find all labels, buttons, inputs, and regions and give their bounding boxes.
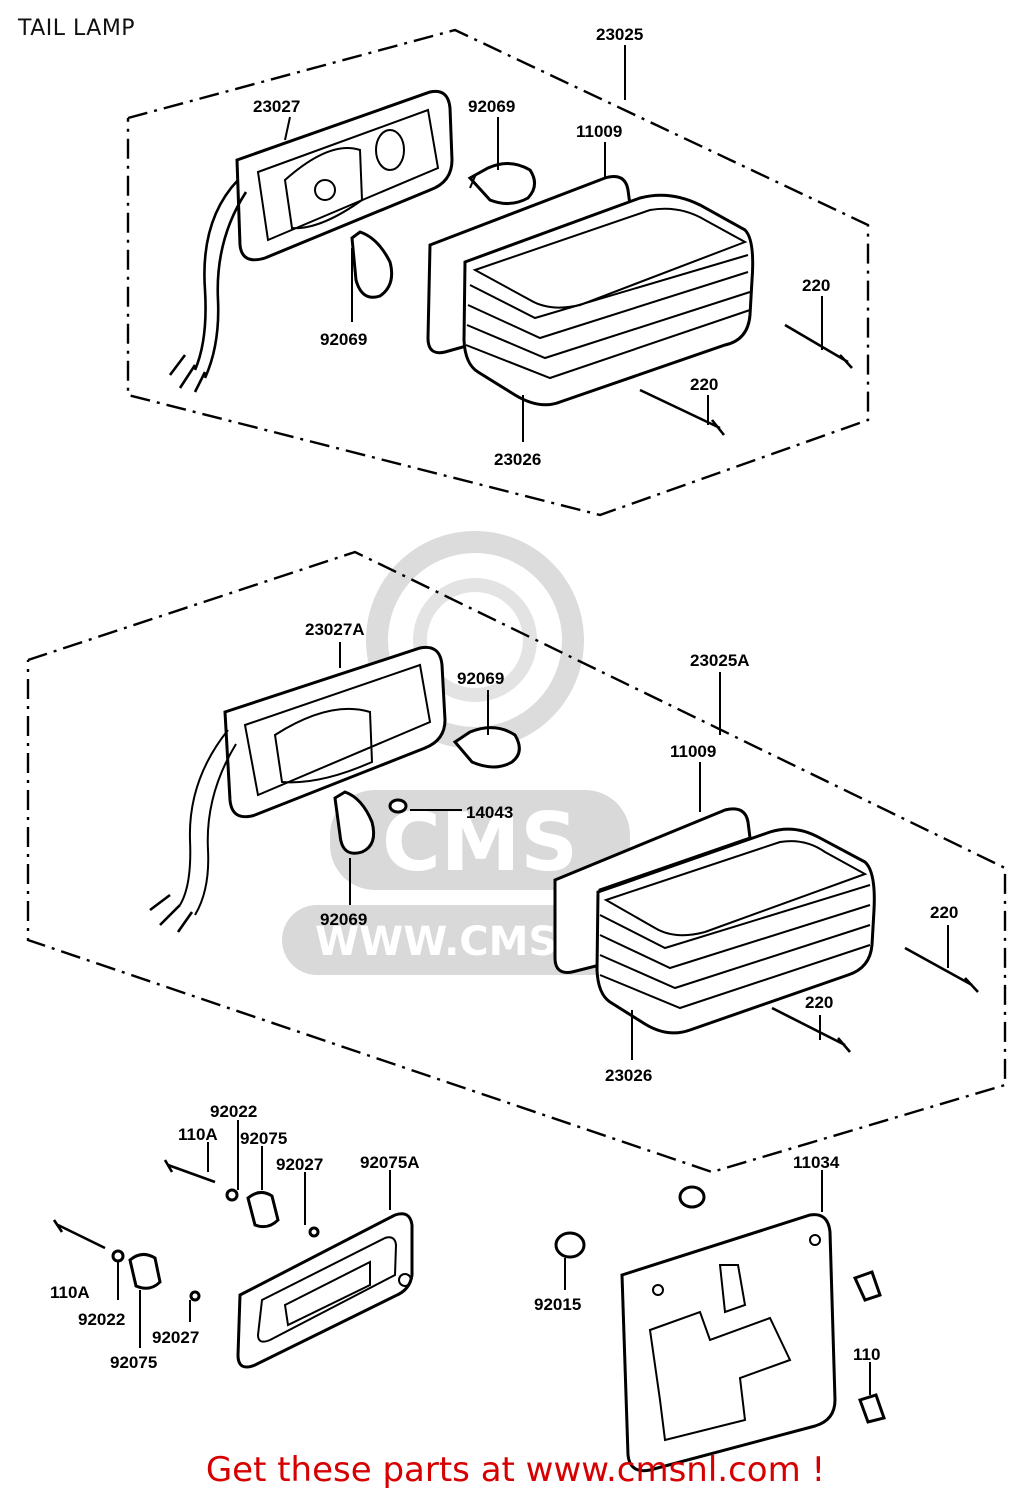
bulb-92069-upper: [467, 162, 536, 205]
bolt-110-a: [852, 1270, 882, 1302]
washer-92022-lower: [111, 1249, 125, 1263]
cap-92075-lower: [128, 1253, 162, 1290]
callout-92069-d: 92069: [320, 910, 367, 929]
screw-220-d: [771, 1006, 851, 1053]
callout-14043: 14043: [466, 803, 513, 822]
callout-92069-a: 92069: [468, 97, 515, 116]
screw-220-c: [904, 946, 979, 993]
tail-lamp-assembly-23025: 23025 23027 92069 11009 92069 220 220 23…: [126, 25, 870, 517]
callout-11034: 11034: [793, 1153, 840, 1172]
lens-23026-lower: [595, 827, 876, 1035]
grommet-14043: [388, 798, 408, 814]
collar-92015-a: [554, 1231, 586, 1259]
bulb-92069-upper-b: [452, 726, 521, 769]
callout-23025: 23025: [596, 25, 643, 44]
screw-220-b: [639, 388, 726, 436]
washer-92022-upper: [225, 1188, 239, 1202]
callout-11009-a: 11009: [576, 122, 622, 141]
bulb-92069-lower: [350, 230, 394, 299]
callout-92022-b: 92022: [78, 1310, 125, 1329]
cap-92075-upper: [246, 1191, 280, 1229]
callout-92075A: 92075A: [360, 1153, 420, 1172]
callout-220-b: 220: [690, 375, 718, 394]
lamp-base-23027A: [149, 645, 447, 933]
callout-23026-b: 23026: [605, 1066, 652, 1085]
callout-92069-b: 92069: [320, 330, 367, 349]
nut-92027-lower: [189, 1290, 201, 1302]
bolt-110A-lower: [52, 1219, 106, 1250]
callout-23027: 23027: [253, 97, 300, 116]
callout-23025A: 23025A: [690, 651, 750, 670]
callout-110A-a: 110A: [178, 1125, 218, 1144]
watermark-logo-text: CMS: [382, 796, 578, 889]
callout-92069-c: 92069: [457, 669, 504, 688]
license-bracket-11034: [620, 1213, 837, 1473]
callout-220-c: 220: [930, 903, 958, 922]
callout-23026-a: 23026: [494, 450, 541, 469]
callout-220-d: 220: [805, 993, 833, 1012]
callout-110: 110: [853, 1345, 880, 1364]
callout-110A-b: 110A: [50, 1283, 90, 1302]
callout-92027-b: 92027: [152, 1328, 199, 1347]
callout-92022-a: 92022: [210, 1102, 257, 1121]
callout-92015: 92015: [534, 1295, 581, 1314]
callout-220-a: 220: [802, 276, 830, 295]
license-lamp-base-92075A: [236, 1212, 414, 1369]
callout-92075-b: 92075: [110, 1353, 157, 1372]
diagram-title: TAIL LAMP: [18, 16, 136, 41]
collar-92015-b: [678, 1185, 706, 1209]
callout-92075-a: 92075: [240, 1129, 287, 1148]
bolt-110A-upper: [163, 1159, 216, 1184]
bulb-92069-lower-b: [333, 790, 376, 855]
lamp-base-23027: [168, 89, 454, 393]
callout-11009-b: 11009: [670, 742, 716, 761]
nut-92027-upper: [308, 1226, 320, 1238]
footer-banner: Get these parts at www.cmsnl.com !: [205, 1450, 826, 1490]
callout-92027-a: 92027: [276, 1155, 323, 1174]
bolt-110-b: [858, 1393, 886, 1424]
license-lamp-parts: 92022 110A 92075 92027 92075A 110A 92022…: [50, 1102, 886, 1473]
lens-23026-upper: [462, 193, 755, 407]
tail-lamp-assembly-23025A: 23027A 92069 23025A 11009 14043 92069 22…: [26, 550, 1007, 1174]
callout-23027A: 23027A: [305, 620, 365, 639]
screw-220-a: [784, 323, 853, 369]
